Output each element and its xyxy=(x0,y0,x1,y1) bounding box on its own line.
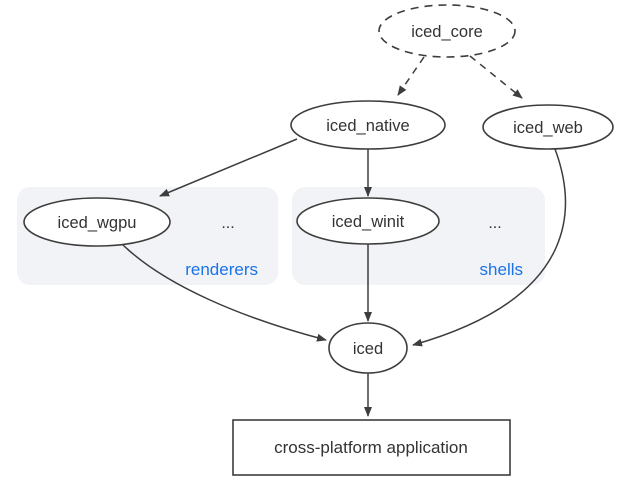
node-iced-label: iced xyxy=(353,340,383,358)
edge-iced_core-iced_web xyxy=(469,55,523,99)
edge-iced_wgpu-iced xyxy=(121,243,327,342)
node-iced-core-label: iced_core xyxy=(411,23,483,41)
node-iced-web xyxy=(482,104,614,150)
edge-iced_core-iced_native xyxy=(397,56,425,96)
node-iced-core xyxy=(378,4,516,58)
node-iced-winit-label: iced_winit xyxy=(332,213,405,231)
edge-iced_web-iced xyxy=(412,148,567,347)
node-iced-wgpu-label: iced_wgpu xyxy=(58,214,137,232)
group-label-shells: shells xyxy=(480,260,523,279)
node-iced-winit xyxy=(296,197,440,245)
node-iced xyxy=(328,322,408,374)
shells-ellipsis: ... xyxy=(488,215,501,232)
node-iced-web-label: iced_web xyxy=(513,119,583,137)
node-iced-native-label: iced_native xyxy=(326,117,409,135)
node-iced-wgpu xyxy=(23,197,171,247)
node-application xyxy=(232,419,511,476)
edge-iced_native-iced_wgpu xyxy=(159,138,298,197)
node-iced-native xyxy=(290,100,446,150)
renderers-ellipsis: ... xyxy=(221,215,234,232)
group-label-renderers: renderers xyxy=(185,260,258,279)
node-application-label: cross-platform application xyxy=(274,438,468,457)
